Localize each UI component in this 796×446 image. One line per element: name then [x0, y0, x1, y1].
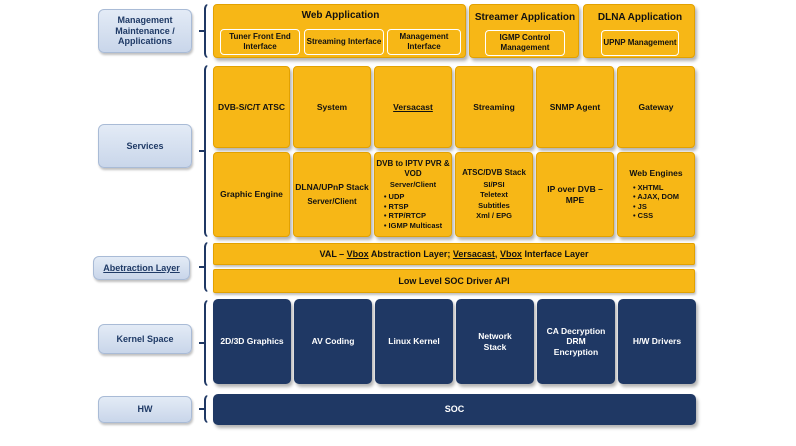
kernel-network-stack: Network Stack — [456, 299, 534, 384]
val-abstraction-bar: VAL – Vbox Abstraction Layer; Versacast,… — [213, 243, 695, 265]
web-engines-list: XHTML AJAX, DOM JS CSS — [633, 183, 679, 221]
upnp-management: UPNP Management — [601, 30, 679, 56]
service-gateway: Gateway — [617, 66, 695, 148]
dlna-stack-title: DLNA/UPnP Stack — [295, 182, 369, 193]
val-end: Interface Layer — [521, 249, 589, 259]
layer-label-hw: HW — [98, 396, 192, 423]
kernel-av-coding: AV Coding — [294, 299, 372, 384]
val-versacast: Versacast — [452, 249, 495, 259]
service-versacast: Versacast — [374, 66, 452, 148]
layer-label-text: Abetraction Layer — [103, 262, 180, 273]
list-item: SI/PSI — [483, 180, 505, 190]
dlna-application-box: DLNA Application UPNP Management — [583, 4, 695, 58]
streamer-application-title: Streamer Application — [474, 12, 576, 23]
kernel-ca-drm: CA Decryption DRM Encryption — [537, 299, 615, 384]
val-mid: Abstraction Layer; — [368, 249, 453, 259]
layer-label-services: Services — [98, 124, 192, 168]
kernel-hw-drivers: H/W Drivers — [618, 299, 696, 384]
layer-label-text: Management Maintenance / Applications — [115, 14, 175, 47]
dvb-iptv-sub: Server/Client — [389, 180, 437, 190]
service-ip-over-dvb: IP over DVB – MPE — [536, 152, 614, 237]
hw-soc-bar: SOC — [213, 394, 696, 425]
brace-abstraction — [199, 241, 212, 293]
brace-kernel — [199, 299, 212, 387]
layer-label-kernel: Kernel Space — [98, 324, 192, 354]
web-application-box: Web Application Tuner Front End Interfac… — [213, 4, 466, 58]
service-graphic-engine: Graphic Engine — [213, 152, 290, 237]
list-item-plain: IGMP Multicast — [384, 220, 443, 230]
layer-label-management: Management Maintenance / Applications — [98, 9, 192, 53]
atsc-stack-items: SI/PSI Teletext Subtitles Xml / EPG — [476, 180, 512, 221]
streaming-interface: Streaming Interface — [304, 29, 384, 55]
layer-label-text: HW — [137, 404, 153, 415]
list-item: CSS — [633, 211, 679, 220]
list-item: Teletext — [480, 190, 508, 200]
brace-management — [199, 3, 212, 59]
web-engines-title: Web Engines — [629, 168, 683, 179]
val-sep: , — [494, 249, 500, 259]
tuner-interface: Tuner Front End Interface — [220, 29, 300, 55]
service-atsc-stack: ATSC/DVB Stack SI/PSI Teletext Subtitles… — [455, 152, 533, 237]
atsc-stack-title: ATSC/DVB Stack — [462, 168, 526, 178]
soc-driver-api-bar: Low Level SOC Driver API — [213, 269, 695, 293]
kernel-graphics: 2D/3D Graphics — [213, 299, 291, 384]
management-interface: Management Interface — [387, 29, 461, 55]
igmp-multicast: IGMP Multicast — [388, 220, 443, 230]
igmp-control: IGMP Control Management — [485, 30, 565, 56]
val-vbox-2: Vbox — [499, 249, 522, 259]
streamer-application-box: Streamer Application IGMP Control Manage… — [469, 4, 579, 58]
service-dvb-iptv: DVB to IPTV PVR & VOD Server/Client UDP … — [374, 152, 452, 237]
service-dvb: DVB-S/C/T ATSC — [213, 66, 290, 148]
val-vbox: Vbox — [346, 249, 369, 259]
web-application-title: Web Application — [301, 10, 380, 21]
list-item: Xml / EPG — [476, 210, 512, 220]
list-item: XHTML — [633, 183, 679, 192]
dvb-iptv-title: DVB to IPTV PVR & VOD — [376, 159, 450, 179]
val-prefix: VAL – — [319, 249, 347, 259]
dvb-iptv-list: UDP RTSP RTP/RTCP IGMP Multicast — [384, 192, 443, 230]
kernel-linux: Linux Kernel — [375, 299, 453, 384]
layer-label-text: Kernel Space — [116, 333, 174, 344]
service-system: System — [293, 66, 371, 148]
layer-label-text: Services — [126, 140, 164, 151]
list-item: AJAX, DOM — [633, 192, 679, 201]
layer-label-abstraction: Abetraction Layer — [93, 256, 190, 280]
service-dlna-stack: DLNA/UPnP Stack Server/Client — [293, 152, 371, 237]
dlna-application-title: DLNA Application — [597, 12, 683, 23]
service-streaming: Streaming — [455, 66, 533, 148]
dlna-stack-sub: Server/Client — [307, 196, 357, 206]
service-snmp-agent: SNMP Agent — [536, 66, 614, 148]
list-item: RTP/RTCP — [384, 211, 442, 220]
list-item: Subtitles — [478, 200, 510, 210]
list-item: UDP — [384, 192, 442, 201]
list-item: RTSP — [384, 202, 442, 211]
service-web-engines: Web Engines XHTML AJAX, DOM JS CSS — [617, 152, 695, 237]
val-text: VAL – Vbox Abstraction Layer; Versacast,… — [319, 249, 588, 259]
list-item: JS — [633, 202, 679, 211]
brace-hw — [199, 394, 212, 424]
brace-services — [199, 64, 212, 238]
